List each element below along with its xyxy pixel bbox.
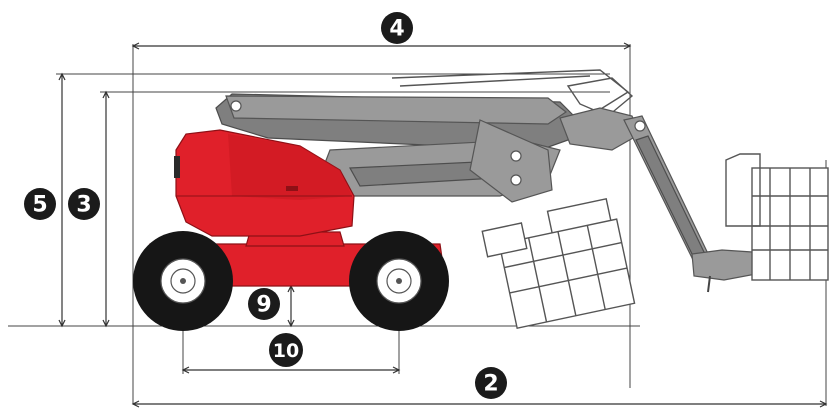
dimension-max-height-outer [56,72,610,328]
badge-max-height-inner: 3 [68,188,100,220]
badge-label-max-height-outer: 5 [32,193,47,218]
dimension-overall-width [131,42,632,404]
work-platform-basket-stowed [481,198,636,330]
badge-wheelbase: 10 [269,333,303,367]
jib-arm [559,107,757,293]
dimension-wheelbase [181,330,401,374]
stowed-boom-outline [391,69,634,117]
rear-wheel [349,231,449,331]
turret-hood [174,129,355,237]
badge-overall-length: 2 [475,367,507,399]
badge-label-ground-clearance: 9 [256,293,271,318]
badge-label-overall-length: 2 [483,372,498,397]
badge-label-wheelbase: 10 [273,340,299,362]
front-wheel [133,231,233,331]
dimension-max-height-inner [100,90,610,328]
badge-label-max-height-inner: 3 [76,193,91,218]
work-platform-basket-raised [725,153,829,281]
badge-max-height-outer: 5 [24,188,56,220]
dimension-ground-clearance [287,284,295,328]
badge-ground-clearance: 9 [248,288,280,320]
badge-label-overall-width: 4 [389,17,404,42]
lower-boom [215,93,578,203]
badge-overall-width: 4 [381,12,413,44]
